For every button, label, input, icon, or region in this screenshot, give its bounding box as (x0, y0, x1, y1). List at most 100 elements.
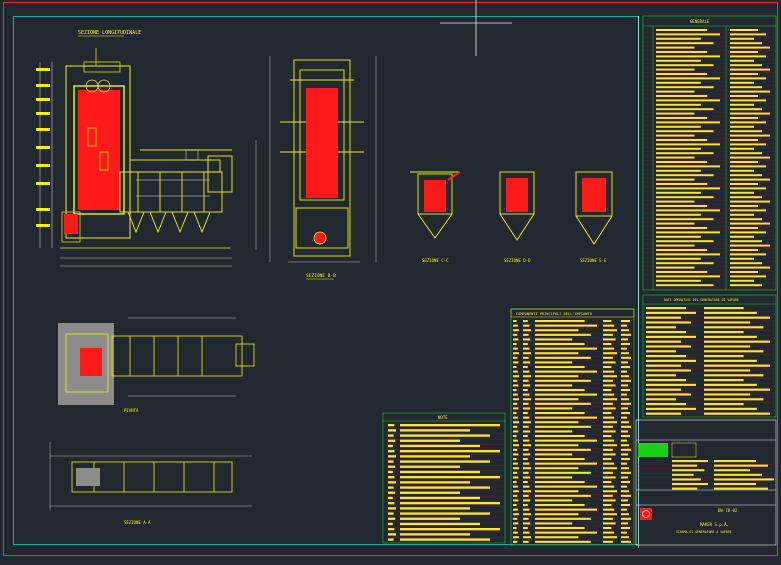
table-row-text (656, 249, 708, 251)
table-row-text (656, 218, 714, 221)
table-row-text (730, 178, 770, 181)
table-row-text (621, 439, 627, 442)
table-row-text (704, 340, 770, 343)
table-row-text (603, 430, 616, 433)
table-row-text (621, 508, 627, 511)
table-row-text (730, 196, 762, 199)
table-row-text (523, 421, 531, 424)
table-row-text (603, 352, 617, 355)
table-row-text (656, 139, 708, 141)
table-row-text (621, 540, 631, 543)
table-row-text (513, 508, 518, 511)
table-row-text (513, 338, 519, 341)
table-row-text (704, 350, 764, 353)
table-row-text (730, 200, 770, 203)
table-row-text (656, 86, 714, 89)
table-row-text (513, 402, 518, 405)
table-row-text (400, 502, 500, 505)
table-row-text (603, 320, 612, 323)
table-row-text (400, 533, 470, 536)
characteristics-table: DATI OPERATIVI DEL GENERATORE DI VAPORE (642, 294, 777, 418)
table-row-text (603, 347, 615, 350)
table-row-text (400, 491, 460, 494)
table-row-text (730, 64, 762, 67)
table-row-text (730, 156, 770, 159)
table-row-text (603, 356, 613, 359)
table-row-text (523, 389, 528, 392)
table-row-text (656, 266, 695, 269)
table-row-text (621, 370, 627, 373)
table-row-text (535, 435, 585, 438)
table-row-text (400, 455, 470, 458)
view-title-plan: PIANTA (124, 408, 139, 413)
table-row-text (730, 99, 766, 102)
table-row-text (672, 473, 694, 476)
table-row-text (656, 112, 695, 115)
table-row-text (388, 450, 395, 453)
characteristics-rows (644, 307, 774, 418)
table-row-text (523, 347, 530, 350)
table-row-text (523, 481, 528, 484)
table-row-text (523, 517, 529, 520)
table-row-text (535, 352, 579, 355)
company-logo-icon (640, 508, 652, 520)
table-row-text (388, 491, 396, 494)
view-title-section-dd: SEZIONE D-D (504, 258, 531, 263)
table-row-text (513, 476, 519, 479)
table-row-text (656, 187, 720, 190)
table-row-text (646, 398, 676, 401)
table-row-text (646, 331, 686, 334)
table-row-text (535, 527, 585, 530)
table-row-text (621, 425, 631, 428)
table-row-text (388, 465, 396, 468)
table-row-text (656, 46, 695, 49)
table-row-text (523, 448, 529, 451)
table-row-text (523, 412, 528, 415)
table-row-text (400, 450, 500, 453)
drawing-number: DW-78-02 (718, 508, 738, 513)
table-row-text (730, 174, 762, 177)
table-row-text (603, 398, 617, 401)
parts-list-rows (513, 320, 635, 546)
table-row-text (656, 165, 720, 168)
table-row-text (513, 398, 519, 401)
table-row-text (535, 402, 591, 405)
table-row-text (656, 257, 701, 260)
table-row-text (603, 421, 617, 424)
table-row-text (704, 355, 744, 358)
table-row-text (730, 68, 770, 71)
table-row-text (621, 379, 631, 382)
table-row-text (603, 324, 615, 327)
table-row-text (730, 222, 770, 225)
table-row-text (621, 444, 629, 447)
table-row-text (730, 213, 754, 216)
table-row-text (714, 487, 768, 490)
table-row-text (523, 425, 529, 428)
table-row-text (523, 393, 530, 396)
table-row-text (730, 108, 762, 111)
parts-list-title: COMPONENTI PRINCIPALI DELL'IMPIANTO (516, 312, 592, 316)
table-row-text (523, 471, 529, 474)
table-row-text (513, 347, 518, 350)
table-row-text (730, 77, 766, 80)
table-row-text (621, 333, 631, 336)
table-row-text (672, 478, 701, 481)
table-row-text (523, 356, 529, 359)
table-row-text (535, 485, 597, 488)
table-row-text (656, 130, 714, 133)
table-row-text (535, 513, 579, 516)
table-row-text (523, 439, 530, 442)
table-row-text (646, 307, 686, 310)
table-row-text (730, 284, 762, 287)
table-row-text (513, 366, 517, 369)
table-row-text (730, 112, 770, 115)
table-row-text (523, 476, 531, 479)
table-row-text (656, 55, 720, 58)
table-row-text (656, 51, 708, 53)
table-row-text (730, 271, 758, 273)
table-row-text (646, 321, 691, 324)
table-row-text (730, 117, 758, 119)
table-row-text (513, 324, 518, 327)
